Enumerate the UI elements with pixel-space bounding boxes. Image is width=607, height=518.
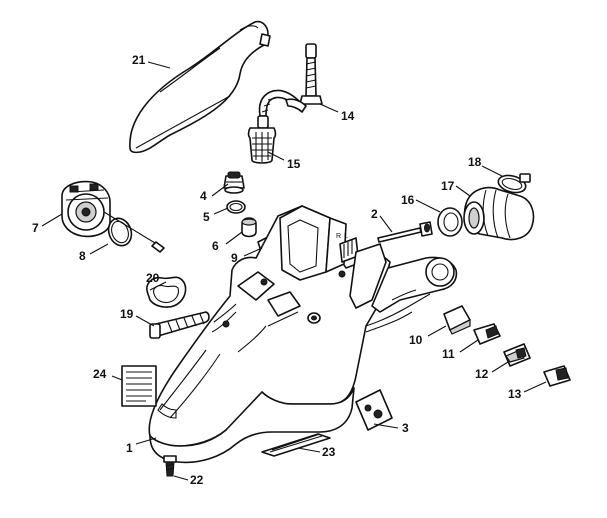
part-13-slide-cap <box>543 365 571 387</box>
callout-2: 2 <box>371 207 378 221</box>
callout-12: 12 <box>475 367 489 381</box>
part-15-fuel-filter <box>247 115 277 164</box>
leader-lines <box>41 61 547 481</box>
part-16-flange <box>437 207 463 237</box>
callout-6: 6 <box>212 239 219 253</box>
callout-16: 16 <box>401 193 415 207</box>
callout-23: 23 <box>322 445 336 459</box>
part-23-label-strip <box>261 433 331 457</box>
callout-18: 18 <box>468 155 482 169</box>
callout-1: 1 <box>126 441 133 455</box>
callout-13: 13 <box>508 387 522 401</box>
callout-4: 4 <box>200 189 207 203</box>
callout-21: 21 <box>132 53 146 67</box>
part-18-hose-clamp <box>497 173 531 194</box>
callout-5: 5 <box>203 210 210 224</box>
callout-14: 14 <box>341 109 355 123</box>
part-3-cover-plate <box>355 389 393 431</box>
part-6-grommet <box>241 217 257 238</box>
part-1-main-housing: R L <box>148 205 458 464</box>
part-22-screw <box>163 455 177 477</box>
callout-3: 3 <box>402 421 409 435</box>
part-11-switch-cap <box>473 323 501 345</box>
part-24-sticker <box>121 365 157 407</box>
housing-mark-r: R <box>336 233 341 240</box>
part-17-intake-boot <box>463 186 535 241</box>
part-20-gasket <box>146 276 187 308</box>
callout-labels: 21 14 15 4 5 6 9 7 8 2 16 17 18 20 19 10… <box>32 53 522 487</box>
part-7-ignition-module <box>61 180 111 238</box>
part-19-threaded-pin <box>149 311 210 339</box>
callout-9: 9 <box>231 251 238 265</box>
housing-mark-l: L <box>344 233 348 240</box>
callout-10: 10 <box>409 333 423 347</box>
callout-11: 11 <box>442 347 455 361</box>
part-10-lever <box>443 305 471 335</box>
part-4-valve <box>223 171 245 194</box>
callout-20: 20 <box>146 271 160 285</box>
part-5-o-ring <box>226 200 246 214</box>
callout-8: 8 <box>79 249 86 263</box>
callout-7: 7 <box>32 221 39 235</box>
part-14-fuel-hose <box>258 43 323 117</box>
callout-19: 19 <box>120 307 134 321</box>
part-8-o-ring-cable <box>103 211 165 253</box>
callout-17: 17 <box>441 179 455 193</box>
part-21-handle-cover <box>129 20 271 154</box>
callout-24: 24 <box>93 367 107 381</box>
part-12-switch-slide <box>503 343 531 367</box>
callout-22: 22 <box>190 473 204 487</box>
callout-15: 15 <box>287 157 301 171</box>
part-2-bolt <box>377 221 433 243</box>
